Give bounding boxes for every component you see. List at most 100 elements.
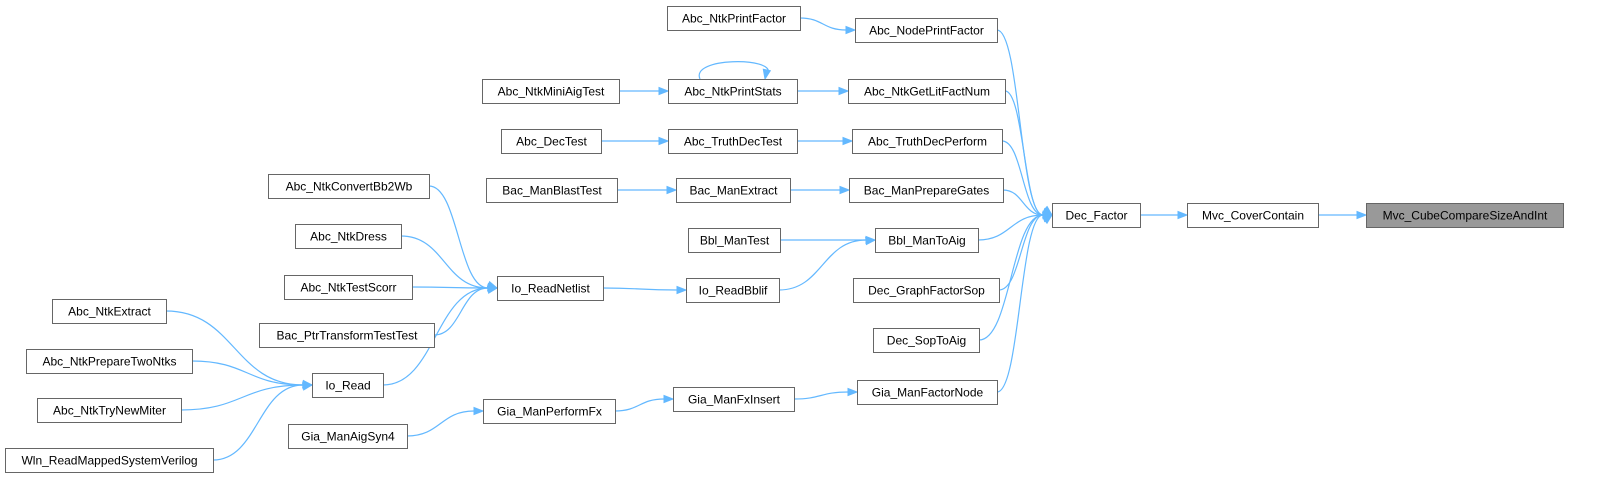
node-label: Abc_NtkTryNewMiter xyxy=(53,404,166,418)
node-box xyxy=(688,228,781,253)
edge-line xyxy=(212,384,304,461)
node-bbltest[interactable]: Bbl_ManTest xyxy=(688,228,781,253)
node-label: Gia_ManFxInsert xyxy=(688,393,781,407)
node-prepgates[interactable]: Bac_ManPrepareGates xyxy=(849,178,1004,203)
edge-factornode-to-dec xyxy=(996,214,1054,393)
node-box xyxy=(853,278,1000,303)
node-box xyxy=(668,129,798,154)
node-convbb2wb[interactable]: Abc_NtkConvertBb2Wb xyxy=(268,174,430,199)
node-readnetlist[interactable]: Io_ReadNetlist xyxy=(497,276,604,301)
node-box xyxy=(668,79,798,104)
arrowhead xyxy=(658,86,670,96)
node-fxinsert[interactable]: Gia_ManFxInsert xyxy=(673,387,795,412)
node-box xyxy=(497,276,604,301)
node-box xyxy=(857,380,998,405)
arrowhead xyxy=(658,136,670,146)
node-ptrtransform[interactable]: Bac_PtrTransformTestTest xyxy=(259,323,435,348)
node-label: Mvc_CoverContain xyxy=(1202,209,1304,223)
node-box xyxy=(667,6,801,31)
node-box xyxy=(686,278,780,303)
node-label: Abc_TruthDecPerform xyxy=(868,135,987,149)
edge-ptrtransform-to-readnetlist xyxy=(433,285,499,336)
edge-graphfactor-to-dec xyxy=(998,214,1054,291)
node-label: Bac_ManPrepareGates xyxy=(864,184,989,198)
edge-line xyxy=(180,384,304,411)
node-label: Wln_ReadMappedSystemVerilog xyxy=(21,454,197,468)
edge-line xyxy=(793,391,849,400)
node-getlit[interactable]: Abc_NtkGetLitFactNum xyxy=(848,79,1006,104)
node-bbltoaig[interactable]: Bbl_ManToAig xyxy=(875,228,979,253)
edge-line xyxy=(778,239,867,291)
node-box xyxy=(848,79,1006,104)
node-label: Io_Read xyxy=(325,379,370,393)
node-performfx[interactable]: Gia_ManPerformFx xyxy=(483,399,616,424)
node-label: Abc_NtkMiniAigTest xyxy=(498,85,605,99)
node-printstats[interactable]: Abc_NtkPrintStats xyxy=(668,79,798,104)
edge-readbblif-to-bbltoaig xyxy=(778,236,877,291)
node-wln[interactable]: Wln_ReadMappedSystemVerilog xyxy=(5,448,214,473)
node-root[interactable]: Mvc_CubeCompareSizeAndInt xyxy=(1366,203,1564,228)
arrowhead xyxy=(676,285,688,295)
node-factornode[interactable]: Gia_ManFactorNode xyxy=(857,380,998,405)
edge-line xyxy=(406,410,475,437)
node-miniaig[interactable]: Abc_NtkMiniAigTest xyxy=(482,79,620,104)
arrowhead xyxy=(666,185,678,195)
arrowhead xyxy=(486,285,499,294)
node-aigsyn4[interactable]: Gia_ManAigSyn4 xyxy=(288,424,408,449)
node-box xyxy=(483,399,616,424)
node-trymiter[interactable]: Abc_NtkTryNewMiter xyxy=(37,398,182,423)
node-testscorr[interactable]: Abc_NtkTestScorr xyxy=(284,275,413,300)
node-box xyxy=(855,18,998,43)
node-box xyxy=(1366,203,1564,228)
node-label: Abc_NtkTestScorr xyxy=(300,281,396,295)
edge-line xyxy=(1004,90,1044,216)
edge-wln-to-ioread xyxy=(212,382,314,461)
edge-miniaig-to-printstats xyxy=(619,86,670,96)
node-truthtest[interactable]: Abc_TruthDecTest xyxy=(668,129,798,154)
node-label: Dec_Factor xyxy=(1065,209,1127,223)
node-box xyxy=(482,79,620,104)
edge-line xyxy=(602,287,678,291)
node-nodeprint[interactable]: Abc_NodePrintFactor xyxy=(855,18,998,43)
edge-line xyxy=(698,61,769,80)
node-readbblif[interactable]: Io_ReadBblif xyxy=(686,278,780,303)
node-mvc[interactable]: Mvc_CoverContain xyxy=(1187,203,1319,228)
node-ntkprintfactor[interactable]: Abc_NtkPrintFactor xyxy=(667,6,801,31)
node-dress[interactable]: Abc_NtkDress xyxy=(295,224,402,249)
node-ntkextract[interactable]: Abc_NtkExtract xyxy=(52,299,167,324)
node-box xyxy=(875,228,979,253)
node-soptoaig[interactable]: Dec_SopToAig xyxy=(873,328,980,353)
node-preptwo[interactable]: Abc_NtkPrepareTwoNtks xyxy=(26,349,193,374)
edge-printstats-to-printstats xyxy=(698,61,772,81)
edge-performfx-to-fxinsert xyxy=(614,394,675,412)
node-box xyxy=(37,398,182,423)
node-label: Abc_NtkDress xyxy=(310,230,387,244)
node-ioread[interactable]: Io_Read xyxy=(312,373,384,398)
arrowhead xyxy=(1356,210,1368,220)
node-dectest[interactable]: Abc_DecTest xyxy=(501,129,602,154)
edge-truthperf-to-dec xyxy=(1001,140,1054,216)
edge-aigsyn4-to-performfx xyxy=(406,406,485,437)
node-graphfactor[interactable]: Dec_GraphFactorSop xyxy=(853,278,1000,303)
node-box xyxy=(673,387,795,412)
node-box xyxy=(259,323,435,348)
node-label: Abc_NtkPrepareTwoNtks xyxy=(42,355,176,369)
node-box xyxy=(268,174,430,199)
edge-printstats-to-getlit xyxy=(797,86,850,96)
node-box xyxy=(849,178,1004,203)
node-label: Abc_NtkGetLitFactNum xyxy=(864,85,990,99)
arrowhead xyxy=(838,86,850,96)
node-label: Gia_ManPerformFx xyxy=(497,405,602,419)
node-truthperf[interactable]: Abc_TruthDecPerform xyxy=(852,129,1003,154)
arrowhead xyxy=(663,394,675,404)
node-blasttest[interactable]: Bac_ManBlastTest xyxy=(486,178,618,203)
edge-line xyxy=(411,286,489,289)
node-dec[interactable]: Dec_Factor xyxy=(1052,203,1141,228)
node-bacextract[interactable]: Bac_ManExtract xyxy=(676,178,791,203)
node-label: Mvc_CubeCompareSizeAndInt xyxy=(1383,209,1548,223)
edge-line xyxy=(382,287,489,386)
node-box xyxy=(284,275,413,300)
edge-line xyxy=(996,214,1044,393)
node-box xyxy=(501,129,602,154)
node-label: Bac_PtrTransformTestTest xyxy=(277,329,419,343)
